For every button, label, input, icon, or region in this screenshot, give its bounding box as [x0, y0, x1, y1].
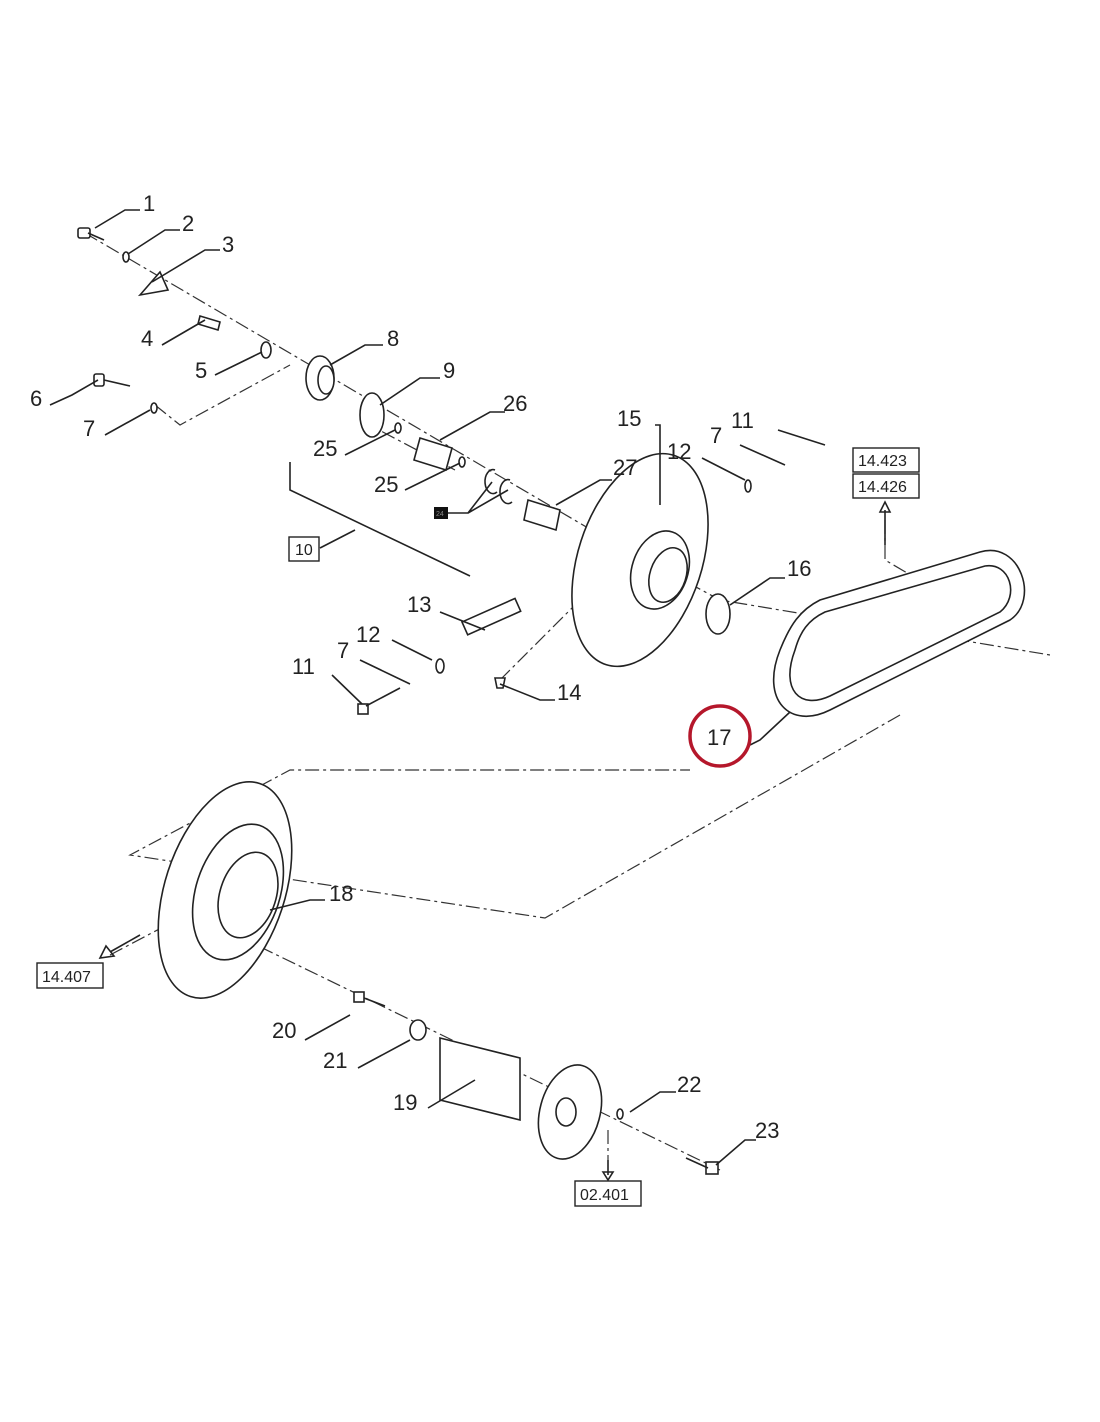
callout-6: 6: [30, 386, 42, 411]
pulley-half-18: [157, 781, 293, 999]
seal-25: [394, 422, 402, 434]
callout-27: 27: [613, 455, 637, 480]
callout-19: 19: [393, 1090, 417, 1115]
callout-7: 7: [710, 423, 722, 448]
leader-lines: [49, 209, 892, 1182]
svg-text:14.423: 14.423: [858, 453, 907, 470]
callout-4: 4: [141, 326, 153, 351]
callout-17[interactable]: 17: [707, 725, 731, 750]
washer-7: [150, 402, 158, 414]
reference-boxes: 10 14.423 14.426 14.407 02.401: [36, 447, 920, 1207]
svg-text:14.426: 14.426: [858, 479, 907, 496]
o-ring-16: [705, 593, 731, 635]
callout-26: 26: [503, 391, 527, 416]
callout-11: 11: [731, 408, 754, 433]
belt-17: [772, 549, 1026, 717]
washer-12: [744, 479, 752, 493]
callout-2: 2: [182, 211, 194, 236]
callout-1: 1: [143, 191, 155, 216]
assembly-ref-10[interactable]: 10: [288, 536, 320, 562]
highlight-circle: [688, 704, 752, 768]
ring-5: [260, 341, 272, 359]
washer-2: [122, 251, 130, 263]
sleeve-26: [413, 436, 453, 472]
callout-8: 8: [387, 326, 399, 351]
washer-12b: [435, 658, 445, 674]
callout-23: 23: [755, 1118, 779, 1143]
callout-18: 18: [329, 881, 353, 906]
callout-22: 22: [677, 1072, 701, 1097]
bolt-23: [685, 1157, 719, 1175]
svg-text:10: 10: [295, 542, 313, 559]
callout-20: 20: [272, 1018, 296, 1043]
callout-24: 24: [436, 511, 444, 518]
callout-12: 12: [356, 622, 380, 647]
bushing-27: [523, 498, 561, 532]
callout-11: 11: [292, 654, 315, 679]
plate-9: [359, 392, 385, 438]
ref-box-14-407[interactable]: 14.407: [36, 962, 104, 989]
callout-7: 7: [337, 638, 349, 663]
callout-12: 12: [667, 439, 691, 464]
callout-14: 14: [557, 680, 581, 705]
shaft-13: [460, 597, 522, 636]
note-marker-icon: [434, 507, 448, 519]
callout-16: 16: [787, 556, 811, 581]
washer-22: [616, 1108, 624, 1120]
flange-8: [305, 355, 335, 401]
bolt-1: [77, 227, 105, 241]
bolt-6: [93, 373, 131, 387]
callout-labels: 1 2 3 4 5 6 7 8 9 26 25 25 15 11 7 12 27…: [30, 191, 811, 1143]
seal-25b: [458, 456, 466, 468]
pulley-half-15: [571, 452, 709, 668]
callout-21: 21: [323, 1048, 347, 1073]
callout-5: 5: [195, 358, 207, 383]
grease-fitting-14: [494, 677, 506, 689]
snap-rings: [484, 468, 513, 505]
callout-7: 7: [83, 416, 95, 441]
callout-3: 3: [222, 232, 234, 257]
parts: [77, 227, 1026, 1175]
bolt-20: [353, 991, 386, 1007]
callout-25: 25: [374, 472, 398, 497]
hub-19: [439, 1036, 603, 1160]
callout-15: 15: [617, 406, 641, 431]
ref-box-14-426[interactable]: 14.426: [852, 473, 920, 499]
svg-text:02.401: 02.401: [580, 1187, 629, 1204]
callout-13: 13: [407, 592, 431, 617]
callout-25: 25: [313, 436, 337, 461]
ref-box-02-401[interactable]: 02.401: [574, 1180, 642, 1207]
ref-box-14-423[interactable]: 14.423: [852, 447, 920, 473]
callout-9: 9: [443, 358, 455, 383]
bracket-3: [137, 270, 170, 297]
svg-text:14.407: 14.407: [42, 969, 91, 986]
washer-21: [409, 1019, 427, 1041]
pin-4: [197, 314, 221, 332]
bolt-11b: [357, 687, 401, 715]
